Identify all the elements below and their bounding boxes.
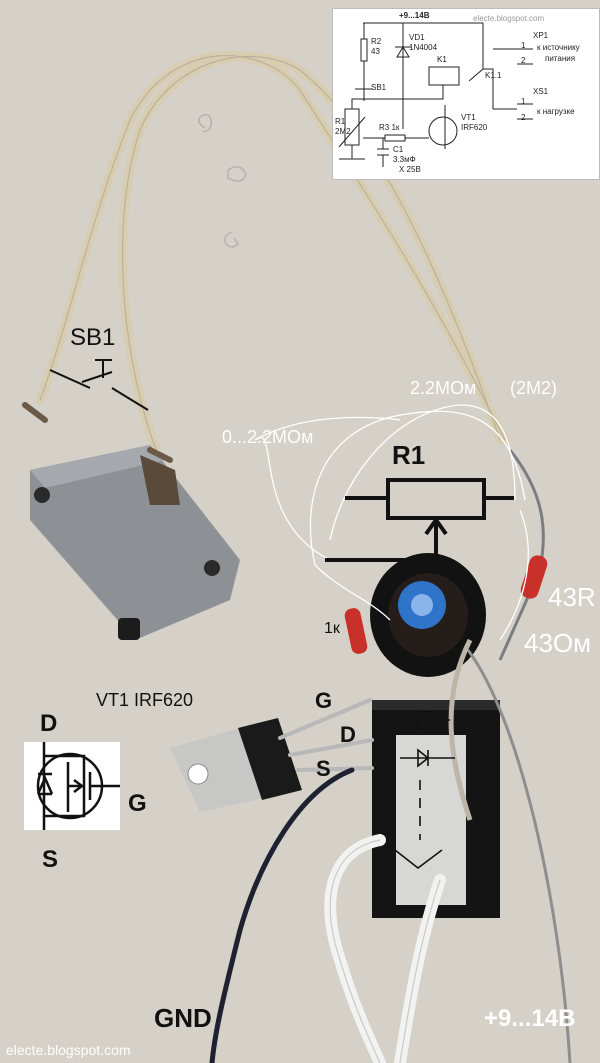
wire-black bbox=[209, 767, 355, 1063]
gnd-label: GND bbox=[154, 1003, 212, 1033]
pencil-marks bbox=[198, 113, 247, 248]
wire-grey-thin bbox=[466, 649, 572, 1063]
schematic-xs1: XS1 bbox=[533, 87, 549, 96]
schematic-r1-value: 2М2 bbox=[335, 127, 351, 136]
schematic-xp1-desc-1: к источнику bbox=[537, 43, 580, 52]
schematic-xs1-desc: к нагрузке bbox=[537, 107, 575, 116]
heatsink bbox=[372, 700, 500, 918]
schematic-vt1: VT1 bbox=[461, 113, 476, 122]
r1-range-label: 0...2.2МОм bbox=[222, 427, 314, 447]
r1-symbol bbox=[325, 478, 514, 562]
r1-code-label: (2М2) bbox=[510, 378, 558, 398]
r3-resistor bbox=[344, 608, 368, 654]
schematic-r1: R1 bbox=[335, 117, 346, 126]
schematic-sb1: SB1 bbox=[371, 83, 387, 92]
vt1-label: VT1 IRF620 bbox=[96, 690, 194, 710]
supply-label: +9...14В bbox=[484, 1005, 576, 1032]
pin-g-label: G bbox=[315, 688, 333, 713]
schematic-xp1-pin1: 1 bbox=[521, 41, 526, 50]
r2-value-label: 43Ом bbox=[524, 628, 592, 658]
schematic-site-label: electe.blogspot.com bbox=[473, 14, 545, 23]
sb1-label: SB1 bbox=[70, 324, 116, 351]
schematic-lines bbox=[338, 22, 533, 167]
schematic-r3: R3 1к bbox=[379, 123, 400, 132]
pin-d-label: D bbox=[340, 722, 356, 747]
watermark: electe.blogspot.com bbox=[6, 1042, 131, 1058]
schematic-c1: C1 bbox=[393, 145, 404, 154]
schematic-k11: K1.1 bbox=[485, 71, 502, 80]
r3-label: 1к bbox=[324, 620, 340, 637]
microswitch bbox=[30, 445, 240, 640]
circuit-schematic: +9...14В electe.blogspot.com R2 43 VD1 1… bbox=[332, 8, 600, 180]
schematic-vd1: VD1 bbox=[409, 33, 425, 42]
annotation-r1 bbox=[254, 404, 529, 641]
schematic-k1: K1 bbox=[437, 55, 447, 64]
schematic-c1-voltage: Х 25В bbox=[399, 165, 421, 174]
mosfet-symbol bbox=[24, 742, 120, 830]
mosfet-icon bbox=[36, 742, 120, 830]
pin-s-label: S bbox=[316, 756, 331, 781]
r2-resistor bbox=[520, 555, 548, 599]
schematic-supply-label: +9...14В bbox=[399, 11, 430, 20]
schematic-vd1-value: 1N4004 bbox=[409, 43, 438, 52]
schematic-vt1-value: IRF620 bbox=[461, 123, 488, 132]
r2-code-label: 43R bbox=[548, 582, 596, 612]
schematic-c1-value: 3.3мФ bbox=[393, 155, 416, 164]
r1-value-label: 2.2МОм bbox=[410, 378, 477, 398]
wire-grey-thin-2 bbox=[448, 638, 473, 821]
board-symbols bbox=[394, 711, 455, 870]
switch-wire-ends bbox=[22, 402, 173, 463]
sb1-symbol bbox=[49, 359, 149, 411]
symbol-d-label: D bbox=[40, 710, 58, 737]
schematic-xs1-pin1: 1 bbox=[521, 97, 526, 106]
schematic-xp1-desc-2: питания bbox=[545, 54, 576, 63]
schematic-r2-value: 43 bbox=[371, 47, 380, 56]
schematic-xp1-pin2: 2 bbox=[521, 56, 526, 65]
schematic-xp1: XP1 bbox=[533, 31, 549, 40]
r1-name-label: R1 bbox=[392, 440, 426, 470]
symbol-g-label: G bbox=[128, 790, 147, 817]
schematic-r2: R2 bbox=[371, 37, 382, 46]
transistor-body bbox=[170, 698, 374, 812]
schematic-xs1-pin2: 2 bbox=[521, 113, 526, 122]
pot-body bbox=[370, 553, 486, 677]
symbol-s-label: S bbox=[42, 846, 59, 873]
